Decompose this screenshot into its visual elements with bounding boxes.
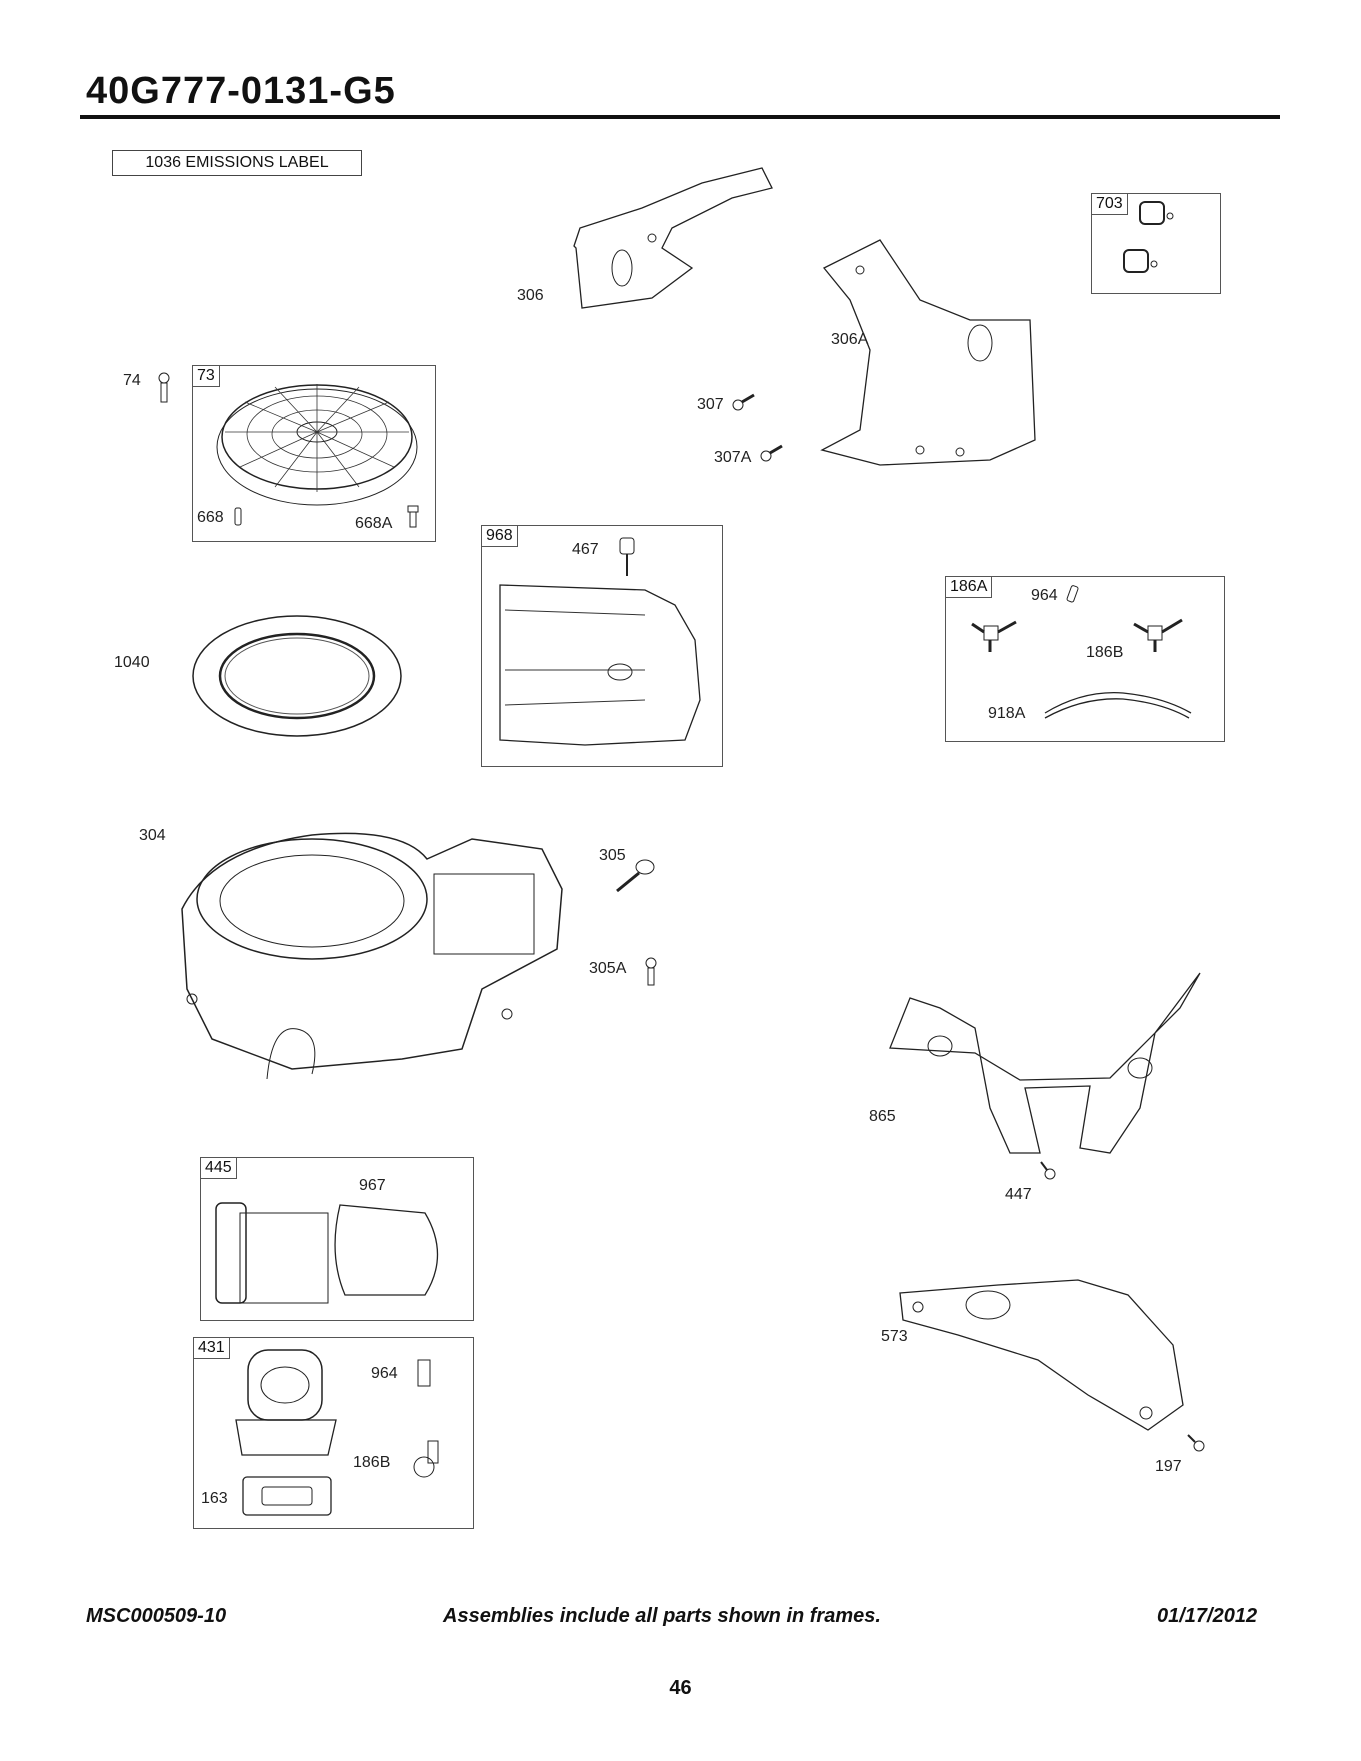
screw-447-drawing [1038, 1160, 1058, 1182]
bolt-74-drawing [157, 372, 171, 404]
part-label-467: 467 [572, 541, 599, 559]
seal-ring-1040-drawing [190, 612, 405, 747]
footer-doc-id: MSC000509-10 [86, 1605, 226, 1628]
part-label-307: 307 [697, 396, 724, 414]
blower-housing-304-drawing [172, 829, 587, 1089]
blower-screen-drawing [205, 372, 430, 522]
part-label-74: 74 [123, 372, 141, 390]
pin-668a-drawing [406, 505, 420, 529]
part-label-573: 573 [881, 1328, 908, 1346]
emissions-label-box: 1036 EMISSIONS LABEL [112, 150, 362, 176]
screw-307-drawing [732, 393, 756, 413]
part-label-304: 304 [139, 827, 166, 845]
part-label-1040: 1040 [114, 654, 150, 672]
air-base-431-drawing [228, 1345, 343, 1460]
part-label-186b-top: 186B [1086, 644, 1123, 662]
part-label-197: 197 [1155, 1458, 1182, 1476]
shield-573-drawing [888, 1265, 1188, 1435]
frame-tag-445: 445 [201, 1158, 237, 1179]
screw-307a-drawing [760, 444, 784, 464]
frame-tag-431: 431 [194, 1338, 230, 1359]
footer-date: 01/17/2012 [1157, 1605, 1257, 1628]
page-number: 46 [0, 1677, 1361, 1700]
plug-964-bottom-drawing [416, 1358, 432, 1390]
part-label-447: 447 [1005, 1186, 1032, 1204]
fitting-186a-drawing [970, 614, 1020, 654]
bracket-865-drawing [880, 968, 1210, 1158]
title-rule [80, 115, 1280, 119]
part-label-668a: 668A [355, 515, 392, 533]
gasket-163-drawing [240, 1474, 335, 1519]
part-label-307a: 307A [714, 449, 751, 467]
knob-467-drawing [618, 536, 636, 578]
part-label-964-top: 964 [1031, 587, 1058, 605]
bolt-305a-drawing [644, 957, 658, 987]
screw-197-drawing [1185, 1432, 1207, 1454]
hose-918a-drawing [1043, 685, 1193, 720]
baffle-306-drawing [572, 168, 782, 318]
frame-tag-186a: 186A [946, 577, 992, 598]
bolt-305-drawing [613, 857, 657, 895]
part-label-918a: 918A [988, 705, 1025, 723]
frame-tag-968: 968 [482, 526, 518, 547]
fitting-186b-top-drawing [1130, 614, 1186, 654]
page-title: 40G777-0131-G5 [86, 70, 396, 113]
part-label-967: 967 [359, 1177, 386, 1195]
part-label-668: 668 [197, 509, 224, 527]
part-label-964-bottom: 964 [371, 1365, 398, 1383]
part-label-186b-bottom: 186B [353, 1454, 390, 1472]
part-label-865: 865 [869, 1108, 896, 1126]
plug-964-top-drawing [1066, 584, 1080, 606]
fitting-186b-bottom-drawing [410, 1437, 446, 1485]
clip-703-drawing [1120, 200, 1200, 280]
footer-note: Assemblies include all parts shown in fr… [443, 1605, 881, 1628]
pin-668-drawing [233, 507, 243, 527]
baffle-306a-drawing [820, 240, 1040, 472]
part-label-306: 306 [517, 287, 544, 305]
part-label-163: 163 [201, 1490, 228, 1508]
part-label-305a: 305A [589, 960, 626, 978]
filter-445-drawing [210, 1195, 455, 1310]
cover-968-drawing [495, 580, 715, 750]
